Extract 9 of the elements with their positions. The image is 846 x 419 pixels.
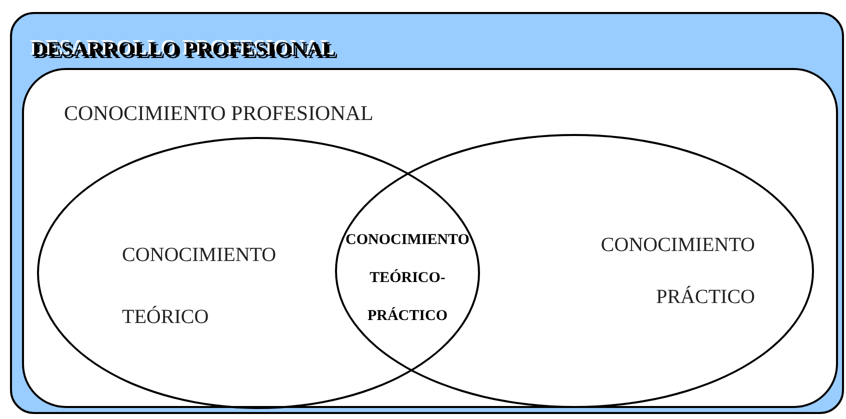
ellipse-label: CONOCIMIENTO PRÁCTICO [600, 233, 755, 310]
ellipse-label: CONOCIMIENTO TEÓRICO [122, 243, 278, 330]
panel-title: DESARROLLO PROFESIONAL [32, 36, 336, 63]
ellipse [335, 134, 814, 408]
intersection-label: CONOCIMIENTO TEÓRICO-PRÁCTICO [344, 230, 470, 326]
ellipse [37, 137, 480, 409]
panel-heading: CONOCIMIENTO PROFESIONAL [64, 100, 374, 127]
outer-panel [10, 12, 844, 414]
inner-panel [22, 68, 838, 408]
